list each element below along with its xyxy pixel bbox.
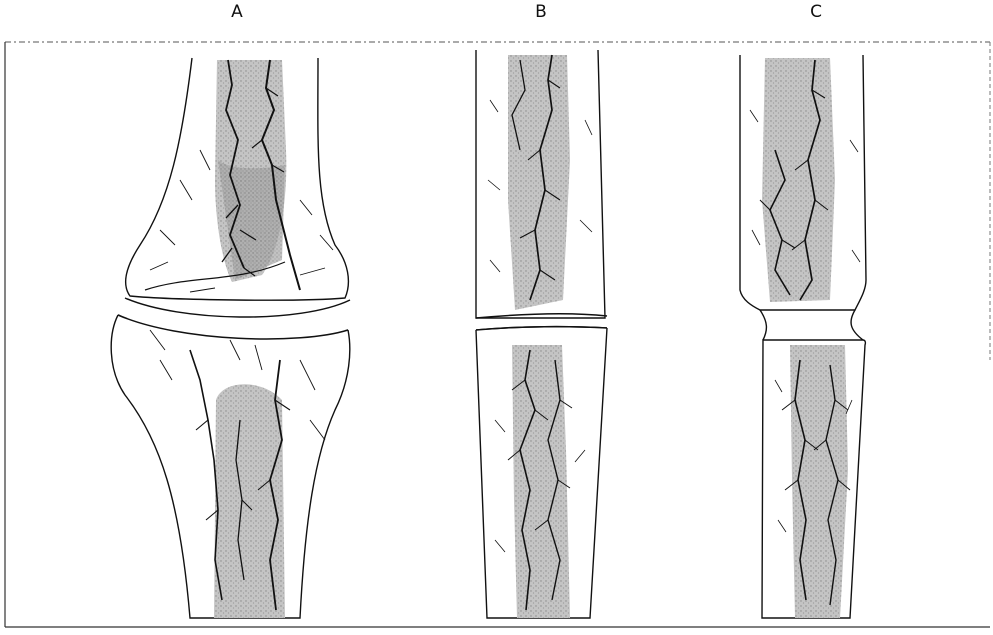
panel-c-joint-space [760, 310, 766, 340]
panel-c-upper-marrow [762, 58, 835, 302]
panel-a-joint-space [125, 298, 350, 317]
panel-a-joint [111, 58, 350, 618]
panel-b-lower-marrow [512, 345, 570, 618]
panel-b-bone [476, 50, 607, 618]
panel-c-bone [740, 55, 866, 618]
